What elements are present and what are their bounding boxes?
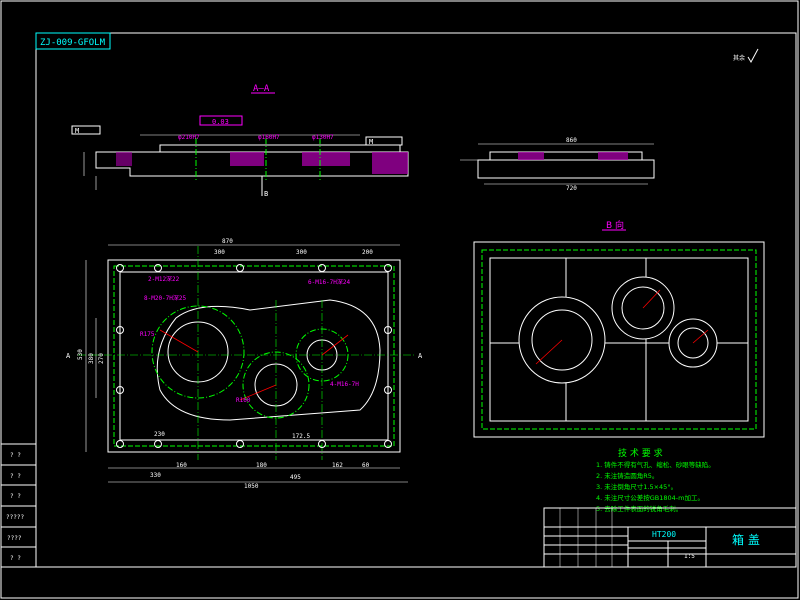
plan-left-inner: 380 <box>88 353 95 364</box>
inner-frame <box>35 32 797 568</box>
plan-bottom-mid: 495 <box>290 474 301 481</box>
plan-bottom-seg-4: 162 <box>332 462 343 469</box>
title-material: HT200 <box>652 530 676 539</box>
roughness-note: 其余 <box>733 54 745 62</box>
dia-left-callout: φ210H7 <box>178 134 200 141</box>
tech-line-3: 3. 未注倒角尺寸1.5×45°。 <box>596 482 677 491</box>
plan-bottom-seg-3: 180 <box>256 462 267 469</box>
plan-bottom-seg-1: 330 <box>150 472 161 479</box>
side-view <box>460 143 655 185</box>
datum-right-label: M <box>369 138 373 146</box>
plan-top-total: 870 <box>222 238 233 245</box>
tolerance-value: 0.03 <box>212 118 229 126</box>
drawing-code: ZJ-009-GFOLM <box>40 38 106 48</box>
left-strip-1: ? ? <box>10 452 21 459</box>
title-block <box>543 507 797 568</box>
tech-title: 技 术 要 求 <box>618 447 663 459</box>
datum-box-right <box>365 136 403 146</box>
title-part-name: 箱 盖 <box>732 532 760 547</box>
plan-left-third: 270 <box>98 353 105 364</box>
title-scale: 1:5 <box>684 553 695 560</box>
left-strip <box>0 443 37 568</box>
view-b <box>473 241 765 438</box>
datum-left-label: M <box>75 127 79 135</box>
plan-view <box>78 244 414 483</box>
plan-left-height: 530 <box>77 349 84 360</box>
left-strip-6: ? ? <box>10 555 21 562</box>
arrow-a-left: A <box>66 352 71 360</box>
left-strip-4: ????? <box>6 514 24 521</box>
dia-mid-callout: φ160H7 <box>258 134 280 141</box>
plan-top-seg-2: 300 <box>296 249 307 256</box>
left-strip-2: ? ? <box>10 473 21 480</box>
plan-dim-230: 230 <box>154 431 165 438</box>
plan-radius-2: R160 <box>236 397 251 404</box>
plan-top-seg-1: 300 <box>214 249 225 256</box>
tech-line-4: 4. 未注尺寸公差按GB1804-m加工。 <box>596 493 704 502</box>
side-bottom-dim: 720 <box>566 185 577 192</box>
left-strip-3: ? ? <box>10 493 21 500</box>
tech-line-2: 2. 未注铸造圆角R5。 <box>596 471 658 480</box>
section-aa-label: A—A <box>253 84 270 94</box>
left-strip-5: ???? <box>7 535 22 542</box>
plan-top-seg-3: 200 <box>362 249 373 256</box>
view-b-label: B 向 <box>606 219 624 231</box>
arrow-a-right: A <box>418 352 423 360</box>
plan-dim-1725: 172.5 <box>292 433 310 440</box>
plan-callout-1: 2-M12深22 <box>148 275 180 283</box>
arrow-b-label: B <box>264 190 268 198</box>
plan-bottom-seg-5: 60 <box>362 462 370 469</box>
dia-right-callout: φ130H7 <box>312 134 334 141</box>
section-aa-view <box>83 134 409 196</box>
roughness-symbol <box>747 48 759 64</box>
plan-callout-3: 6-M16-7H深24 <box>308 278 351 286</box>
plan-bottom-total: 1050 <box>244 483 259 490</box>
plan-callout-4: 4-M16-7H <box>330 381 359 388</box>
datum-box-left <box>71 125 101 135</box>
side-top-dim: 860 <box>566 137 577 144</box>
plan-radius-1: R175 <box>140 331 155 338</box>
tolerance-box <box>199 115 243 126</box>
plan-bottom-seg-2: 160 <box>176 462 187 469</box>
drawing-code-box <box>35 32 111 50</box>
tech-line-1: 1. 铸件不得有气孔、缩松、砂眼等缺陷。 <box>596 460 715 469</box>
plan-callout-2: 8-M20-7H深25 <box>144 294 187 302</box>
